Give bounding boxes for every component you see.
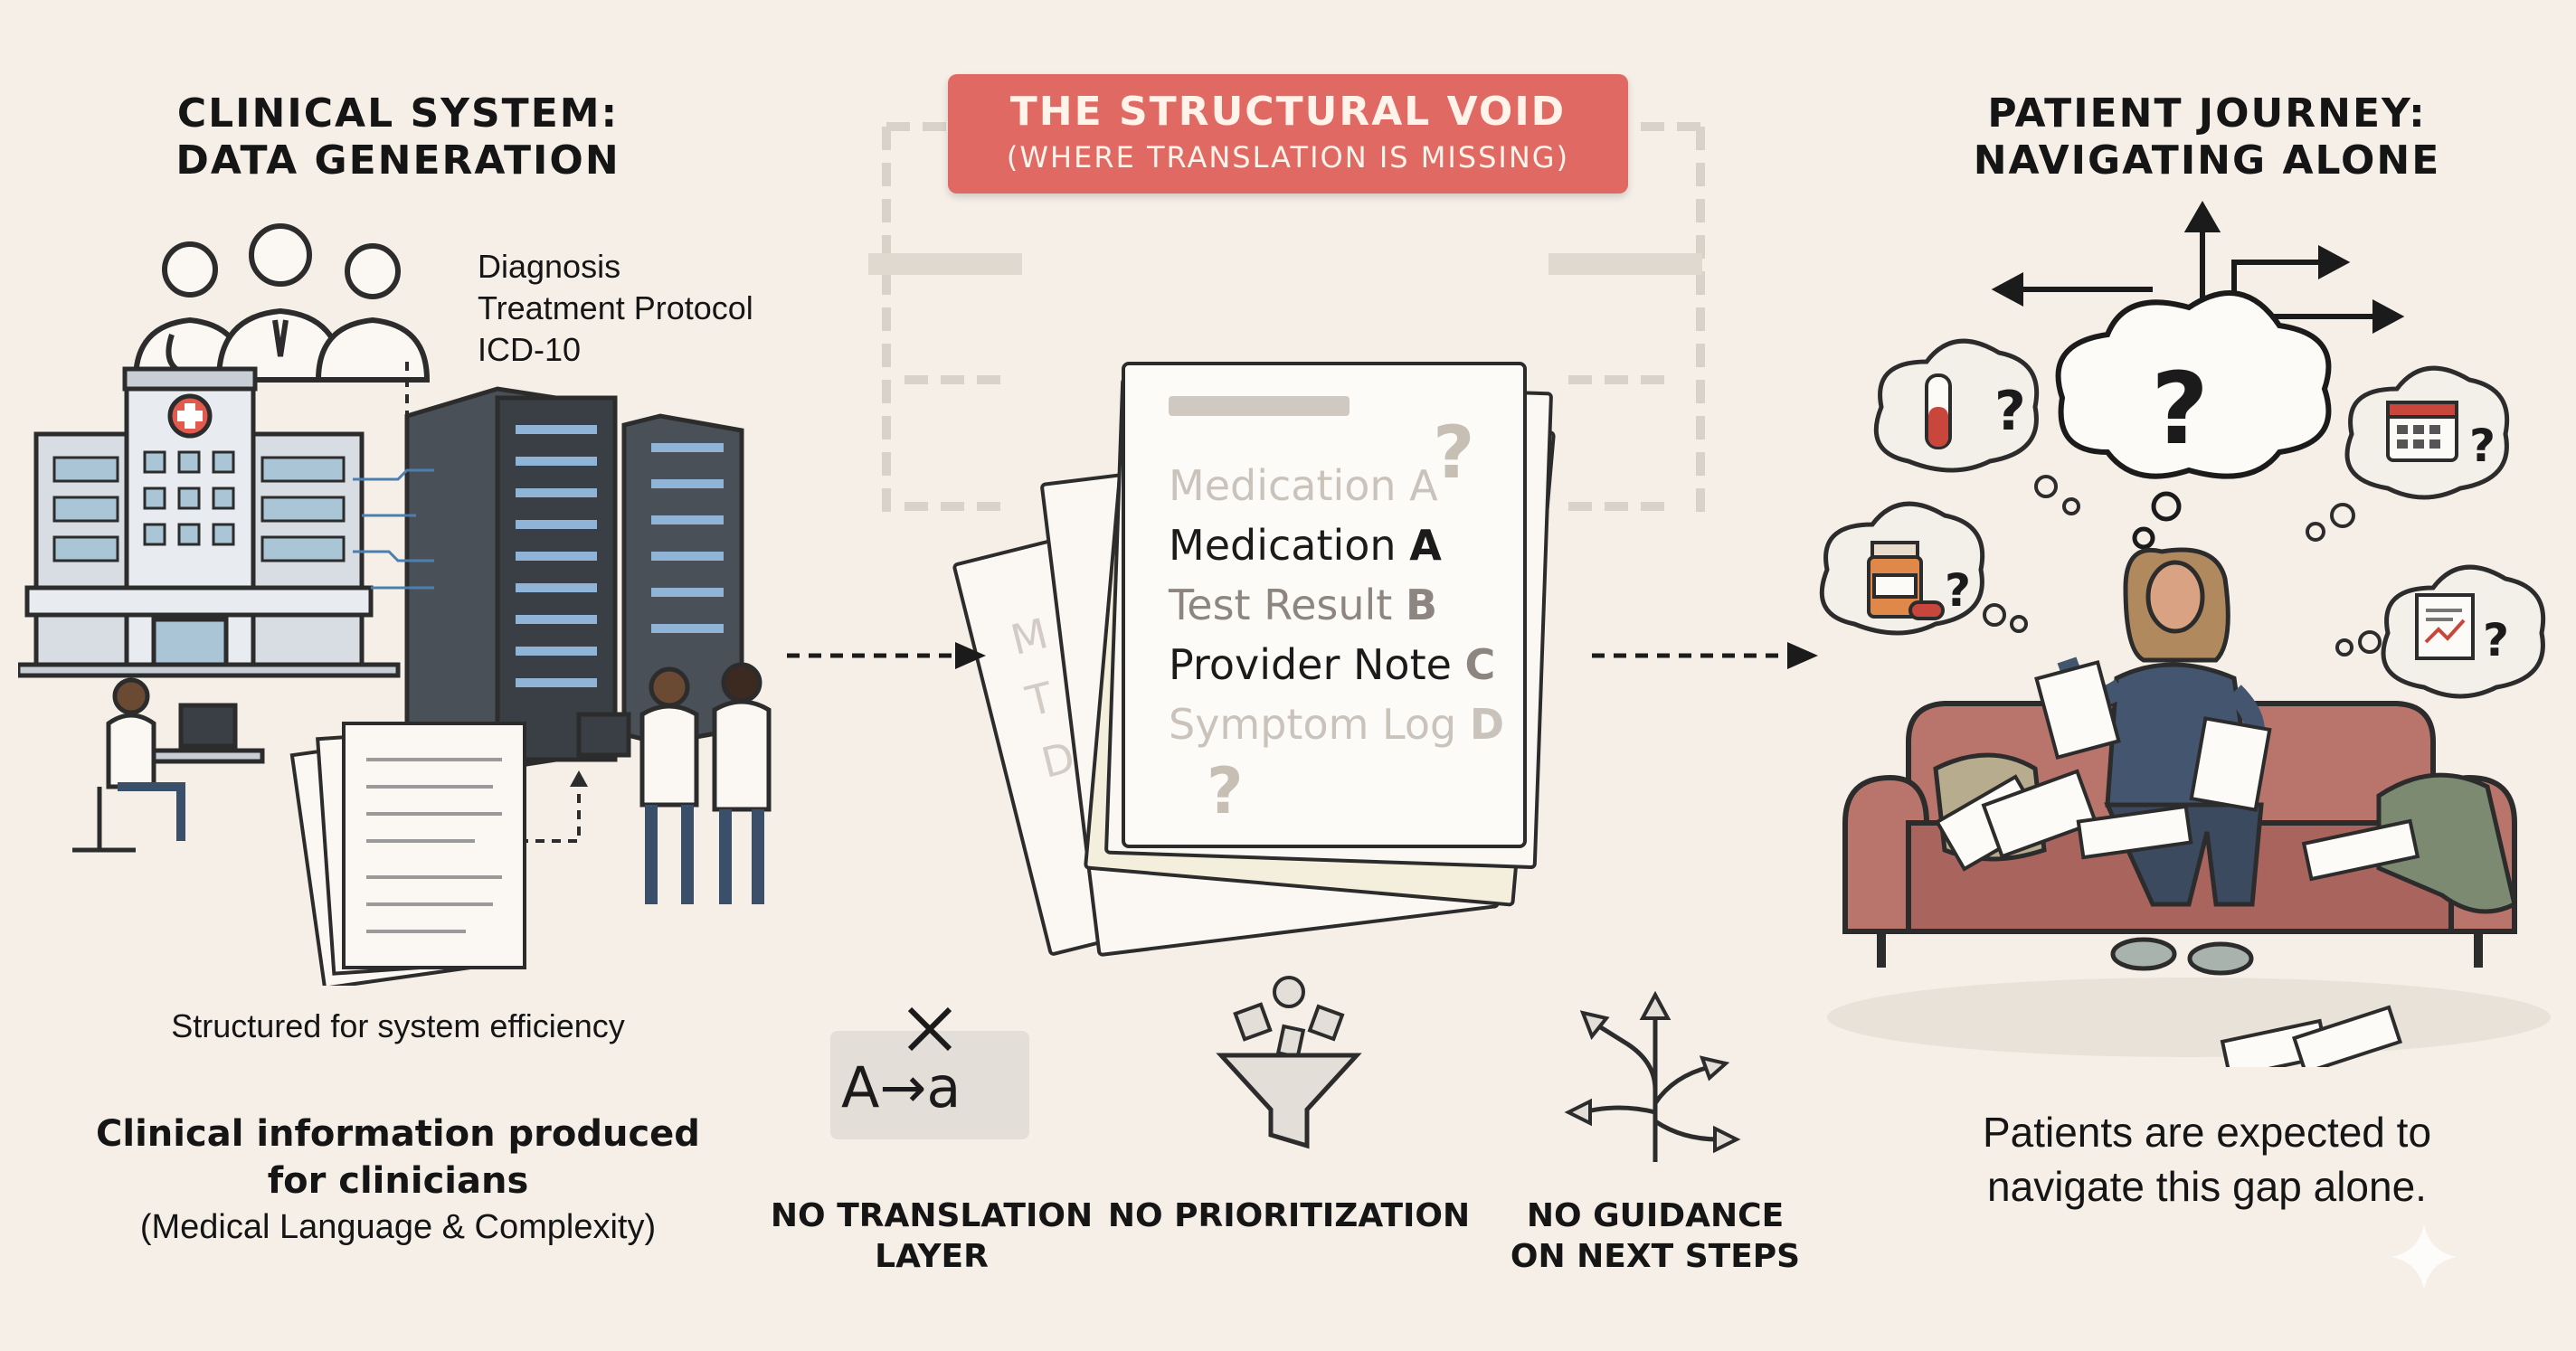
- central-question-mark: ?: [2151, 351, 2209, 467]
- patient-scene-illustration: ? ? ? ?: [1819, 200, 2551, 1067]
- medication-question: ?: [1945, 564, 1971, 617]
- question-mark-top: ?: [1433, 411, 1475, 495]
- document-stack-icon: [289, 722, 526, 986]
- gap-guidance-line2: ON NEXT STEPS: [1510, 1238, 1801, 1275]
- left-title-line2: DATA GENERATION: [175, 137, 620, 184]
- clinician-at-desk-icon: [72, 677, 265, 853]
- flow-arrow-right: [1592, 642, 1818, 669]
- funnel-icon: [1216, 976, 1362, 1149]
- left-title: CLINICAL SYSTEM: DATA GENERATION: [145, 90, 651, 184]
- right-caption: Patients are expected to navigate this g…: [1881, 1105, 2533, 1214]
- chart-report-icon: [2415, 593, 2475, 660]
- banner-subtitle: (WHERE TRANSLATION IS MISSING): [1006, 140, 1570, 175]
- question-mark-bottom: ?: [1207, 754, 1244, 828]
- report-question: ?: [2483, 614, 2509, 666]
- right-caption-line2: navigate this gap alone.: [1987, 1163, 2427, 1210]
- doc-line-symptom-log: Symptom Log D: [1169, 700, 1505, 749]
- banner-title: THE STRUCTURAL VOID: [1009, 89, 1567, 135]
- translate-icon: A→a: [830, 1031, 1029, 1139]
- caption-bold-line2: for clinicians: [267, 1160, 529, 1202]
- back-sheet-letter-m: M: [1006, 609, 1053, 666]
- doc-line-medication-faded: Medication A: [1169, 461, 1438, 510]
- scattered-papers-icon: [1934, 660, 2420, 1067]
- gap-label-prioritization: NO PRIORITIZATION: [1103, 1195, 1474, 1236]
- server-rack-icon: [353, 386, 744, 771]
- right-title-line1: PATIENT JOURNEY:: [1987, 90, 2427, 137]
- blanket-icon: [2376, 772, 2517, 914]
- flow-arrow-left: [787, 642, 986, 669]
- sparkle-icon: [2391, 1224, 2457, 1290]
- test-tube-question: ?: [1994, 380, 2026, 443]
- doctors-icon: [132, 223, 431, 383]
- document-header-bar: [1169, 396, 1350, 416]
- caption-clinical: Clinical information produced for clinic…: [54, 1110, 742, 1250]
- branching-arrows-icon: [1564, 990, 1741, 1162]
- front-document: Medication A Medication A Test Result B …: [1122, 362, 1527, 848]
- gap-translation-line1: NO TRANSLATION: [770, 1197, 1094, 1234]
- label-treatment-protocol: Treatment Protocol: [478, 289, 753, 326]
- gap-label-guidance: NO GUIDANCE ON NEXT STEPS: [1483, 1195, 1827, 1277]
- left-title-line1: CLINICAL SYSTEM:: [176, 90, 620, 137]
- structural-void-banner: THE STRUCTURAL VOID (WHERE TRANSLATION I…: [948, 74, 1628, 194]
- technicians-icon: [576, 662, 772, 904]
- test-tube-thought-bubble: [1873, 338, 2040, 473]
- doc-line-medication: Medication A: [1169, 521, 1442, 570]
- calendar-question: ?: [2469, 420, 2496, 472]
- clinical-labels: Diagnosis Treatment Protocol ICD-10: [478, 246, 803, 371]
- document-pile: M T D Medication A Medication A Test Res…: [952, 348, 1592, 963]
- label-diagnosis: Diagnosis: [478, 248, 621, 285]
- caption-sub: (Medical Language & Complexity): [139, 1208, 657, 1246]
- test-tube-icon: [1925, 373, 1952, 449]
- caption-bold-line1: Clinical information produced: [96, 1113, 700, 1155]
- calendar-icon: [2386, 401, 2458, 462]
- gap-prioritization-line1: NO PRIORITIZATION: [1107, 1197, 1471, 1234]
- gap-translation-line2: LAYER: [875, 1238, 989, 1275]
- gap-guidance-line1: NO GUIDANCE: [1526, 1197, 1785, 1234]
- central-thought-cloud: [2055, 290, 2332, 479]
- cross-icon: [907, 1006, 952, 1052]
- hospital-icon: [18, 366, 401, 678]
- right-title-line2: NAVIGATING ALONE: [1973, 137, 2441, 184]
- label-icd10: ICD-10: [478, 331, 582, 368]
- clinical-system-illustration: [18, 223, 772, 986]
- doc-line-provider-note: Provider Note C: [1169, 640, 1496, 689]
- translate-glyphs: A→a: [841, 1054, 961, 1120]
- void-bracket-frame: [868, 122, 1705, 524]
- right-caption-line1: Patients are expected to: [1982, 1109, 2432, 1156]
- direction-arrows-icon: [1991, 200, 2405, 344]
- caption-efficiency: Structured for system efficiency: [171, 1007, 625, 1044]
- right-title: PATIENT JOURNEY: NAVIGATING ALONE: [1936, 90, 2478, 184]
- doc-line-test-result: Test Result B: [1169, 581, 1438, 629]
- medication-bottle-icon: [1867, 541, 1945, 620]
- gap-label-translation: NO TRANSLATION LAYER: [760, 1195, 1103, 1277]
